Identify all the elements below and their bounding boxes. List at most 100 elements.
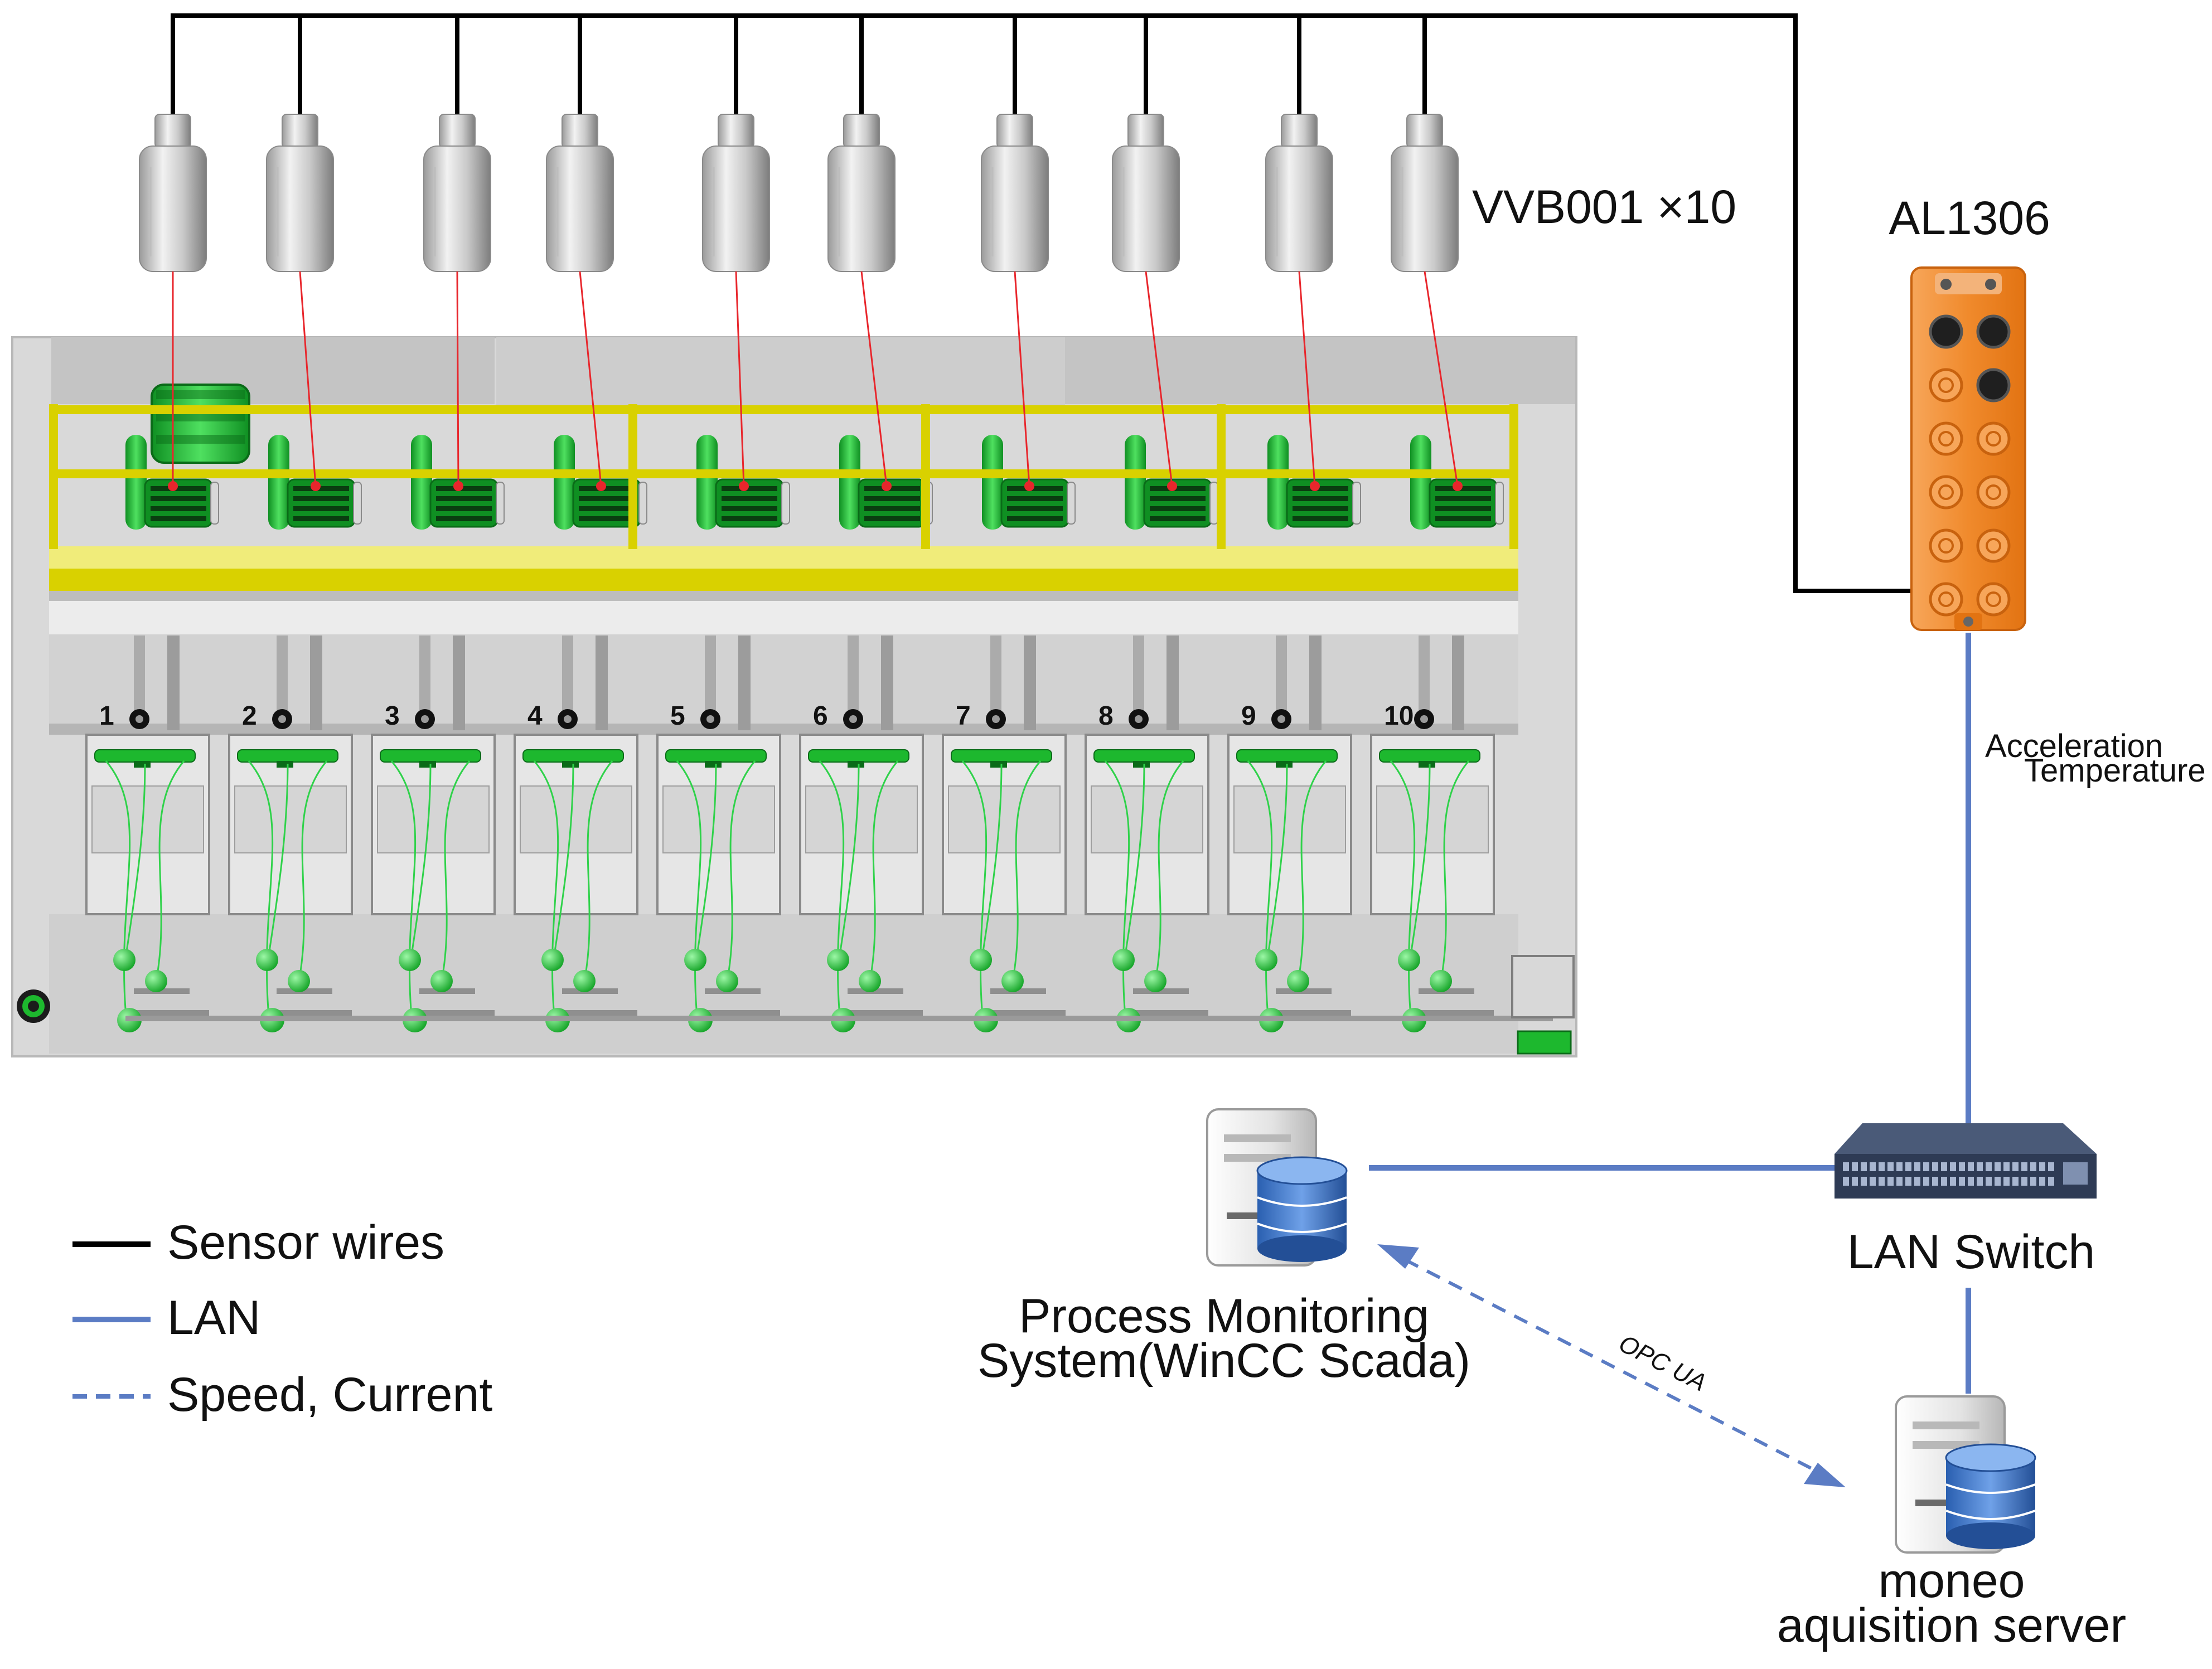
sensor-lead-group bbox=[168, 271, 1463, 491]
database-icon bbox=[1256, 1156, 1348, 1262]
switch-port bbox=[1959, 1162, 1965, 1171]
yarn-thread bbox=[1440, 760, 1470, 982]
bobbin-ball bbox=[145, 970, 167, 992]
iolink-master-al1306 bbox=[1910, 266, 2026, 631]
sensor-connector bbox=[996, 114, 1033, 148]
sensor-body bbox=[1265, 145, 1333, 272]
vvb001-sensor bbox=[1112, 114, 1180, 272]
drafting-rod bbox=[134, 635, 145, 719]
switch-uplink bbox=[2063, 1162, 2088, 1185]
switch-port bbox=[1843, 1177, 1849, 1186]
opc-arrow-end bbox=[1804, 1463, 1846, 1487]
bobbin-rail bbox=[848, 988, 903, 994]
scada-server bbox=[1206, 1108, 1348, 1267]
switch-port bbox=[1968, 1162, 1974, 1171]
bobbin-rail bbox=[1265, 1010, 1351, 1016]
station-number: 5 bbox=[670, 701, 685, 731]
drive-post bbox=[839, 435, 860, 530]
spinning-station: 7 bbox=[942, 435, 1076, 1032]
bobbin-ball bbox=[1430, 970, 1452, 992]
switch-port bbox=[1932, 1177, 1938, 1186]
opc-ua-label: OPC UA bbox=[1614, 1330, 1711, 1396]
yarn-thread bbox=[981, 763, 1003, 959]
spinning-cradle bbox=[237, 749, 338, 763]
station-number: 3 bbox=[385, 701, 400, 731]
yellow-railing bbox=[49, 404, 1518, 549]
switch-port bbox=[2030, 1162, 2036, 1171]
drafting-rod bbox=[990, 635, 1001, 719]
database-icon bbox=[1945, 1443, 2036, 1549]
spinning-station: 1 bbox=[85, 435, 219, 1032]
vvb001-sensor bbox=[139, 114, 207, 272]
drive-post bbox=[1125, 435, 1146, 530]
sensor-wire-bus bbox=[171, 13, 1929, 593]
sensor-mount-point bbox=[168, 481, 178, 491]
drafting-rod bbox=[738, 635, 751, 730]
switch-port bbox=[1995, 1177, 2001, 1186]
bobbin-rail bbox=[1122, 1010, 1208, 1016]
opc-arrow-start bbox=[1377, 1244, 1419, 1269]
drive-post bbox=[696, 435, 718, 530]
bobbin-ball bbox=[1001, 970, 1024, 992]
spinning-station: 8 bbox=[1085, 435, 1218, 1032]
switch-port bbox=[1914, 1177, 1920, 1186]
bobbin-rail bbox=[265, 1010, 352, 1016]
sensor-connector bbox=[843, 114, 880, 148]
gearbox-motor bbox=[1517, 1030, 1572, 1055]
spinning-cradle bbox=[665, 749, 767, 763]
yarn-thread bbox=[441, 760, 471, 982]
legend-label-sensor-wires: Sensor wires bbox=[167, 1216, 444, 1269]
lan-switch bbox=[1835, 1123, 2097, 1199]
link-label-temperature: Temperature bbox=[2024, 753, 2206, 789]
spinning-station: 10 bbox=[1370, 435, 1504, 1032]
legend-label-speed-current: Speed, Current bbox=[167, 1368, 492, 1421]
iolink-port bbox=[1976, 421, 2011, 456]
bobbin-ball bbox=[113, 949, 135, 971]
switch-port bbox=[1923, 1177, 1929, 1186]
iolink-port bbox=[1929, 528, 1963, 563]
switch-port bbox=[1995, 1162, 2001, 1171]
bobbin-ball bbox=[970, 949, 992, 971]
sensor-lead bbox=[1424, 271, 1459, 487]
spinning-cradle bbox=[808, 749, 909, 763]
bobbin-rail bbox=[562, 988, 618, 994]
sensor-body bbox=[1112, 145, 1180, 272]
switch-port bbox=[1986, 1177, 1992, 1186]
drafting-rod bbox=[167, 635, 180, 730]
switch-port bbox=[1896, 1162, 1903, 1171]
drafting-zone bbox=[49, 634, 1518, 724]
sensor-body bbox=[827, 145, 896, 272]
sensor-mount-point bbox=[882, 481, 892, 491]
switch-port bbox=[1861, 1177, 1867, 1186]
spinning-station: 2 bbox=[228, 435, 362, 1032]
bobbin-rail bbox=[277, 988, 332, 994]
bobbin-rail bbox=[705, 988, 761, 994]
gearbox bbox=[1511, 955, 1575, 1018]
drafting-rod bbox=[848, 635, 859, 719]
sensor-mount-point bbox=[1024, 481, 1034, 491]
bobbin-ball bbox=[1112, 949, 1135, 971]
iolink-port bbox=[1929, 582, 1963, 617]
sensor-body bbox=[139, 145, 207, 272]
iolink-master-body bbox=[1910, 266, 2026, 631]
vibration-sensor-group bbox=[139, 114, 1459, 272]
bobbin-rail bbox=[1133, 988, 1189, 994]
bobbin-rail bbox=[836, 1010, 923, 1016]
bobbin-ball bbox=[827, 949, 849, 971]
yarn-thread bbox=[298, 760, 328, 982]
station-number: 4 bbox=[527, 701, 543, 731]
sensor-mount-point bbox=[596, 481, 606, 491]
sensor-model-label: VVB001 ×10 bbox=[1472, 181, 1736, 233]
yarn-thread bbox=[583, 760, 613, 982]
drafting-rod bbox=[1166, 635, 1179, 730]
bobbin-rail bbox=[1419, 988, 1474, 994]
sensor-lead bbox=[735, 271, 745, 487]
iolink-port bbox=[1976, 582, 2011, 617]
bobbin-rail bbox=[1276, 988, 1332, 994]
sensor-lead bbox=[299, 271, 317, 487]
bobbin-ball bbox=[288, 970, 310, 992]
sensor-lead bbox=[1145, 271, 1173, 487]
switch-port bbox=[1843, 1162, 1849, 1171]
switch-port bbox=[1968, 1177, 1974, 1186]
station-number: 1 bbox=[99, 701, 114, 731]
